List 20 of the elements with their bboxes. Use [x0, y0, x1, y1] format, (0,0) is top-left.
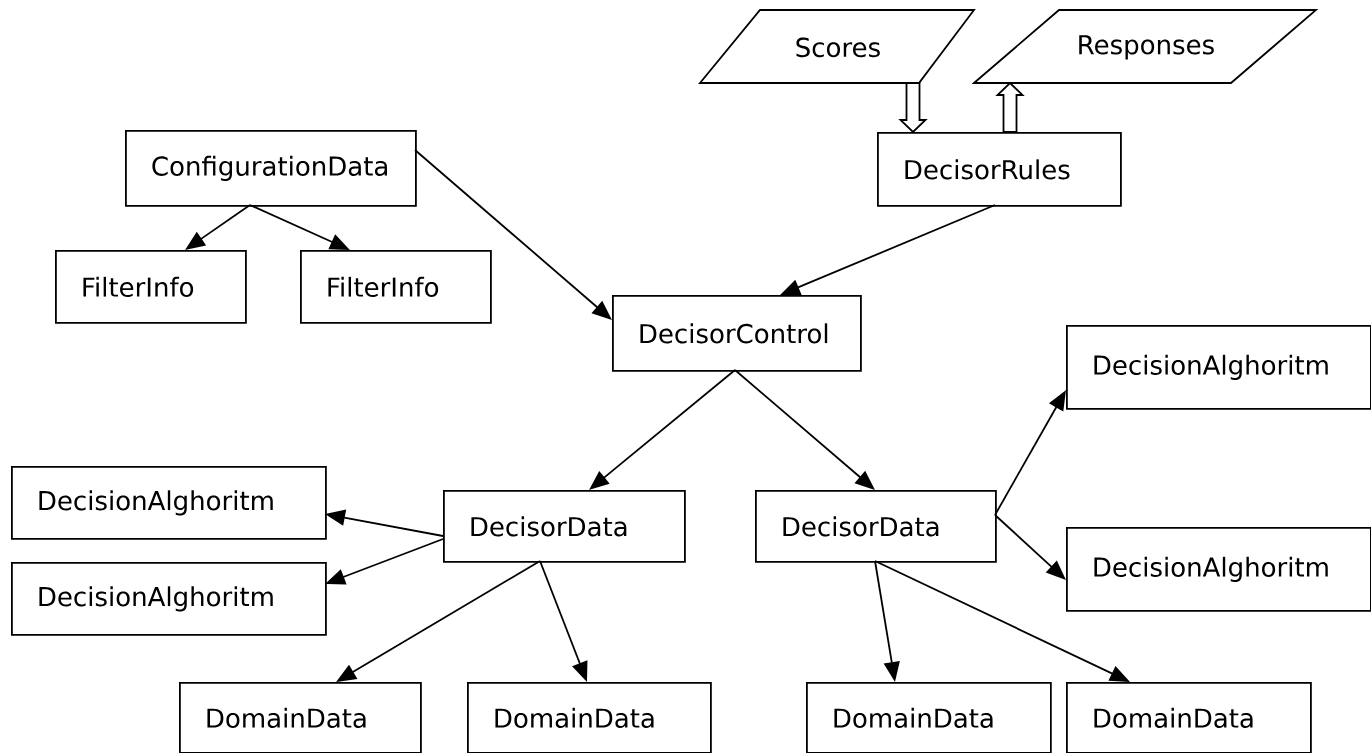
- class-box: DecisorControl: [612, 295, 862, 372]
- class-box: DecisionAlghoritm: [1066, 527, 1371, 612]
- class-box: DomainData: [806, 682, 1052, 753]
- class-box: DomainData: [179, 682, 422, 753]
- arrow: [414, 149, 612, 320]
- class-box: DecisorData: [755, 490, 997, 563]
- block-arrow: [995, 81, 1025, 133]
- class-box: DecisionAlghoritm: [1066, 325, 1371, 410]
- class-box: DecisionAlghoritm: [11, 466, 327, 540]
- block-arrow: [898, 82, 928, 134]
- class-box: FilterInfo: [55, 250, 247, 324]
- class-box: DecisorData: [443, 490, 686, 563]
- class-box: FilterInfo: [300, 250, 492, 324]
- class-box: DomainData: [1066, 682, 1312, 753]
- class-box: DomainData: [467, 682, 712, 753]
- arrow: [734, 369, 875, 490]
- class-box: DecisorRules: [877, 132, 1122, 207]
- class-box: ConfigurationData: [125, 130, 417, 207]
- class-box: DecisionAlghoritm: [11, 562, 327, 636]
- arrow: [994, 514, 1066, 580]
